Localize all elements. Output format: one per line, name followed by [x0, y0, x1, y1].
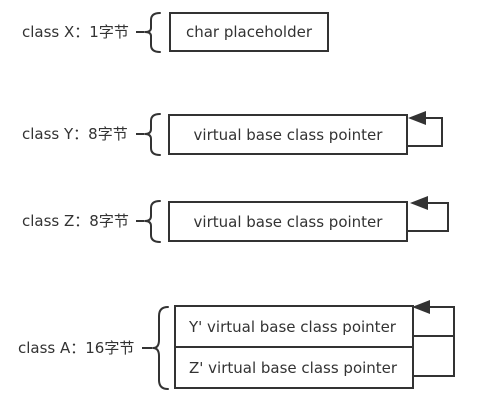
class-x-field-text: char placeholder	[185, 23, 312, 41]
class-y-field-box: virtual base class pointer	[168, 114, 408, 155]
class-a-label: class A：16字节	[18, 339, 135, 357]
arrowhead-a	[412, 300, 430, 314]
class-x-label: class X：1字节	[22, 23, 129, 41]
class-z-field-box: virtual base class pointer	[168, 201, 408, 242]
class-z-field-text: virtual base class pointer	[193, 212, 383, 231]
class-y-label: class Y：8字节	[22, 125, 128, 143]
brace-a	[152, 306, 169, 390]
pointer-loop-y	[392, 117, 443, 147]
class-a-field-z-box: Z' virtual base class pointer	[174, 346, 414, 389]
class-a-field-y-box: Y' virtual base class pointer	[174, 305, 414, 348]
class-x-field-box: char placeholder	[169, 12, 329, 52]
class-a-field-z-text: Z' virtual base class pointer	[189, 358, 398, 377]
brace-z	[144, 200, 161, 243]
class-z-label: class Z：8字节	[22, 212, 129, 230]
pointer-loop-a	[404, 306, 455, 377]
brace-x	[144, 12, 161, 53]
arrowhead-z	[410, 196, 428, 210]
brace-y	[144, 113, 161, 156]
class-a-field-y-text: Y' virtual base class pointer	[189, 317, 396, 336]
class-y-field-text: virtual base class pointer	[193, 125, 383, 144]
arrowhead-y	[408, 111, 426, 125]
pointer-loop-z	[399, 202, 449, 232]
